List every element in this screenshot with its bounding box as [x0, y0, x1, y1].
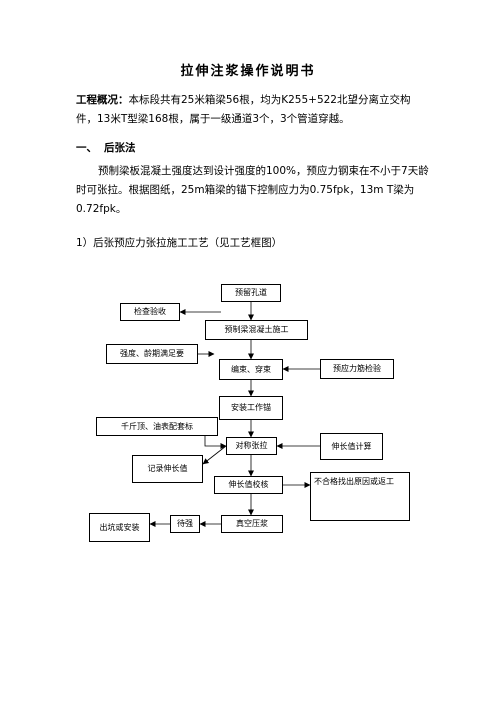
flow-box-reserve-hole: 预留孔道	[221, 284, 281, 302]
flow-box-tendon-inspect: 预应力筋检验	[320, 359, 394, 379]
section-paragraph: 预制梁板混凝土强度达到设计强度的100%，预应力钢束在不小于7天龄时可张拉。根据…	[76, 165, 429, 215]
flow-box-jack-calibration: 千斤顶、油表配套标	[96, 417, 218, 436]
flow-box-vacuum-grouting: 真空压浆	[221, 515, 283, 533]
flow-box-inspect-accept: 检查验收	[120, 303, 180, 321]
flow-box-symmetric-tension: 对称张拉	[226, 437, 277, 455]
section-heading: 一、后张法	[76, 140, 136, 155]
flow-box-elongation-check: 伸长值校核	[214, 476, 283, 494]
flow-box-record-elongation: 记录伸长值	[132, 455, 203, 483]
project-overview: 工程概况：本标段共有25米箱梁56根，均为K255+522北望分离立交构件，13…	[76, 91, 431, 129]
document-title: 拉伸注浆操作说明书	[180, 64, 316, 79]
flow-box-wait-strength: 待强	[170, 515, 200, 533]
flow-box-bundle-thread: 编束、穿束	[219, 359, 283, 380]
flow-box-out-install: 出坑或安装	[89, 513, 150, 542]
flow-box-strength-age: 强度、龄期满足要	[106, 344, 198, 364]
arrow-tension-to-record	[202, 445, 227, 465]
section-title: 后张法	[104, 142, 136, 154]
flow-box-elongation-calc: 伸长值计算	[320, 433, 383, 460]
flow-box-precast-concrete: 预制梁混凝土施工	[205, 320, 308, 340]
flow-box-nonconforming: 不合格找出原因或返工	[310, 472, 410, 521]
overview-text: 本标段共有25米箱梁56根，均为K255+522北望分离立交构件，13米T型梁1…	[76, 94, 411, 125]
subsection-heading: 1）后张预应力张拉施工工艺（见工艺框图）	[76, 237, 283, 249]
section-number: 一、	[76, 142, 97, 154]
flow-box-install-anchor: 安装工作锚	[219, 396, 283, 420]
overview-label: 工程概况：	[76, 94, 129, 106]
